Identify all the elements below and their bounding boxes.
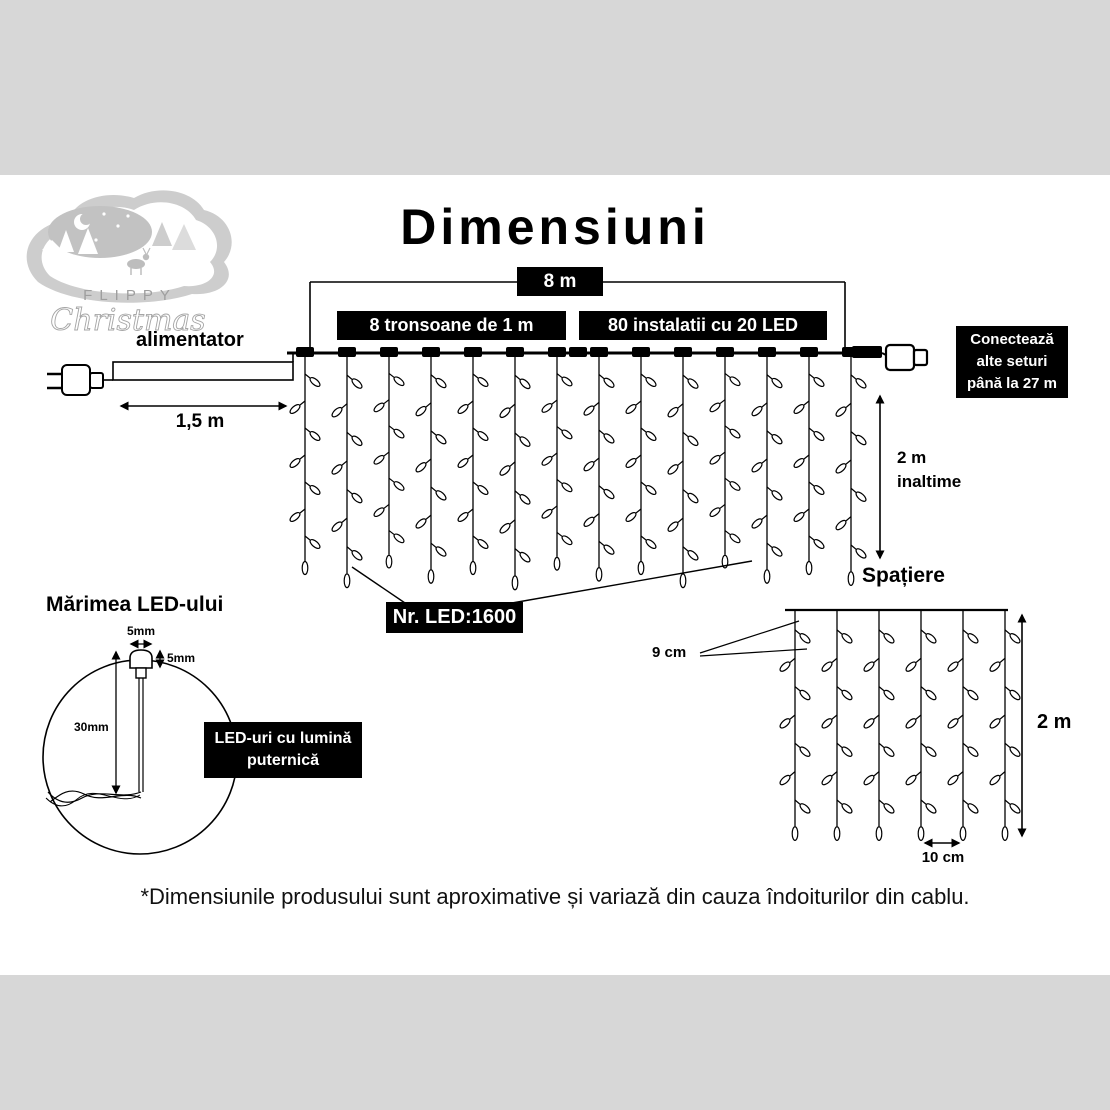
led-bulb-icon <box>129 649 153 669</box>
spacing-height-label: 2 m <box>1037 711 1072 733</box>
led-note-box: LED-uri cu lumină puternică <box>204 722 362 778</box>
logo-night-sky <box>48 206 152 258</box>
installations-box: 80 instalatii cu 20 LED <box>579 311 827 340</box>
star-icon <box>126 214 130 218</box>
lead-length-label: 1,5 m <box>175 411 225 432</box>
disclaimer-text: *Dimensiunile produsului sunt aproximati… <box>140 884 970 909</box>
connector-plug-icon <box>881 343 929 372</box>
bulb-width-label: 5mm <box>126 624 155 638</box>
tree-icon <box>152 222 172 246</box>
logo-flippy-text: FLIPPY <box>83 287 177 304</box>
spacing-title: Spațiere <box>862 564 945 587</box>
deer-icon <box>127 259 145 269</box>
vertical-gap-label: 9 cm <box>652 644 687 661</box>
cap-height-label: 5mm <box>167 651 196 665</box>
house-icon <box>44 250 60 263</box>
vertical-gap-pointer <box>699 620 800 654</box>
curtain-strings <box>289 356 868 590</box>
rail-clips <box>296 346 882 358</box>
connect-note-box: Conectează alte seturi până la 27 m <box>956 326 1068 398</box>
sections-box: 8 tronsoane de 1 m <box>337 311 566 340</box>
twisted-wire <box>47 791 142 803</box>
total-length-label: 30mm <box>74 720 109 734</box>
tree-icon <box>58 230 74 252</box>
logo-christmas-text: Christmas <box>50 303 205 338</box>
led-size-detail <box>42 639 238 855</box>
led-size-title: Mărimea LED-ului <box>46 593 224 616</box>
star-icon <box>116 224 120 228</box>
star-icon <box>102 212 106 216</box>
spacing-diagram <box>699 608 1027 848</box>
star-icon <box>94 238 98 242</box>
tree-icon <box>78 228 98 254</box>
page-title: Dimensiuni <box>400 199 710 255</box>
logo-illustration: FLIPPY Christmas <box>26 190 232 338</box>
tree-icon <box>172 224 196 250</box>
horizontal-gap-label: 10 cm <box>921 849 965 866</box>
power-plug-icon <box>47 353 294 396</box>
curtain-height-label: 2 m inaltime <box>897 448 962 491</box>
led-count-box: Nr. LED:1600 <box>386 602 523 633</box>
power-adapter-label: alimentator <box>136 329 244 351</box>
total-width-box: 8 m <box>517 267 603 296</box>
led-count-pointer-lines <box>351 560 753 604</box>
